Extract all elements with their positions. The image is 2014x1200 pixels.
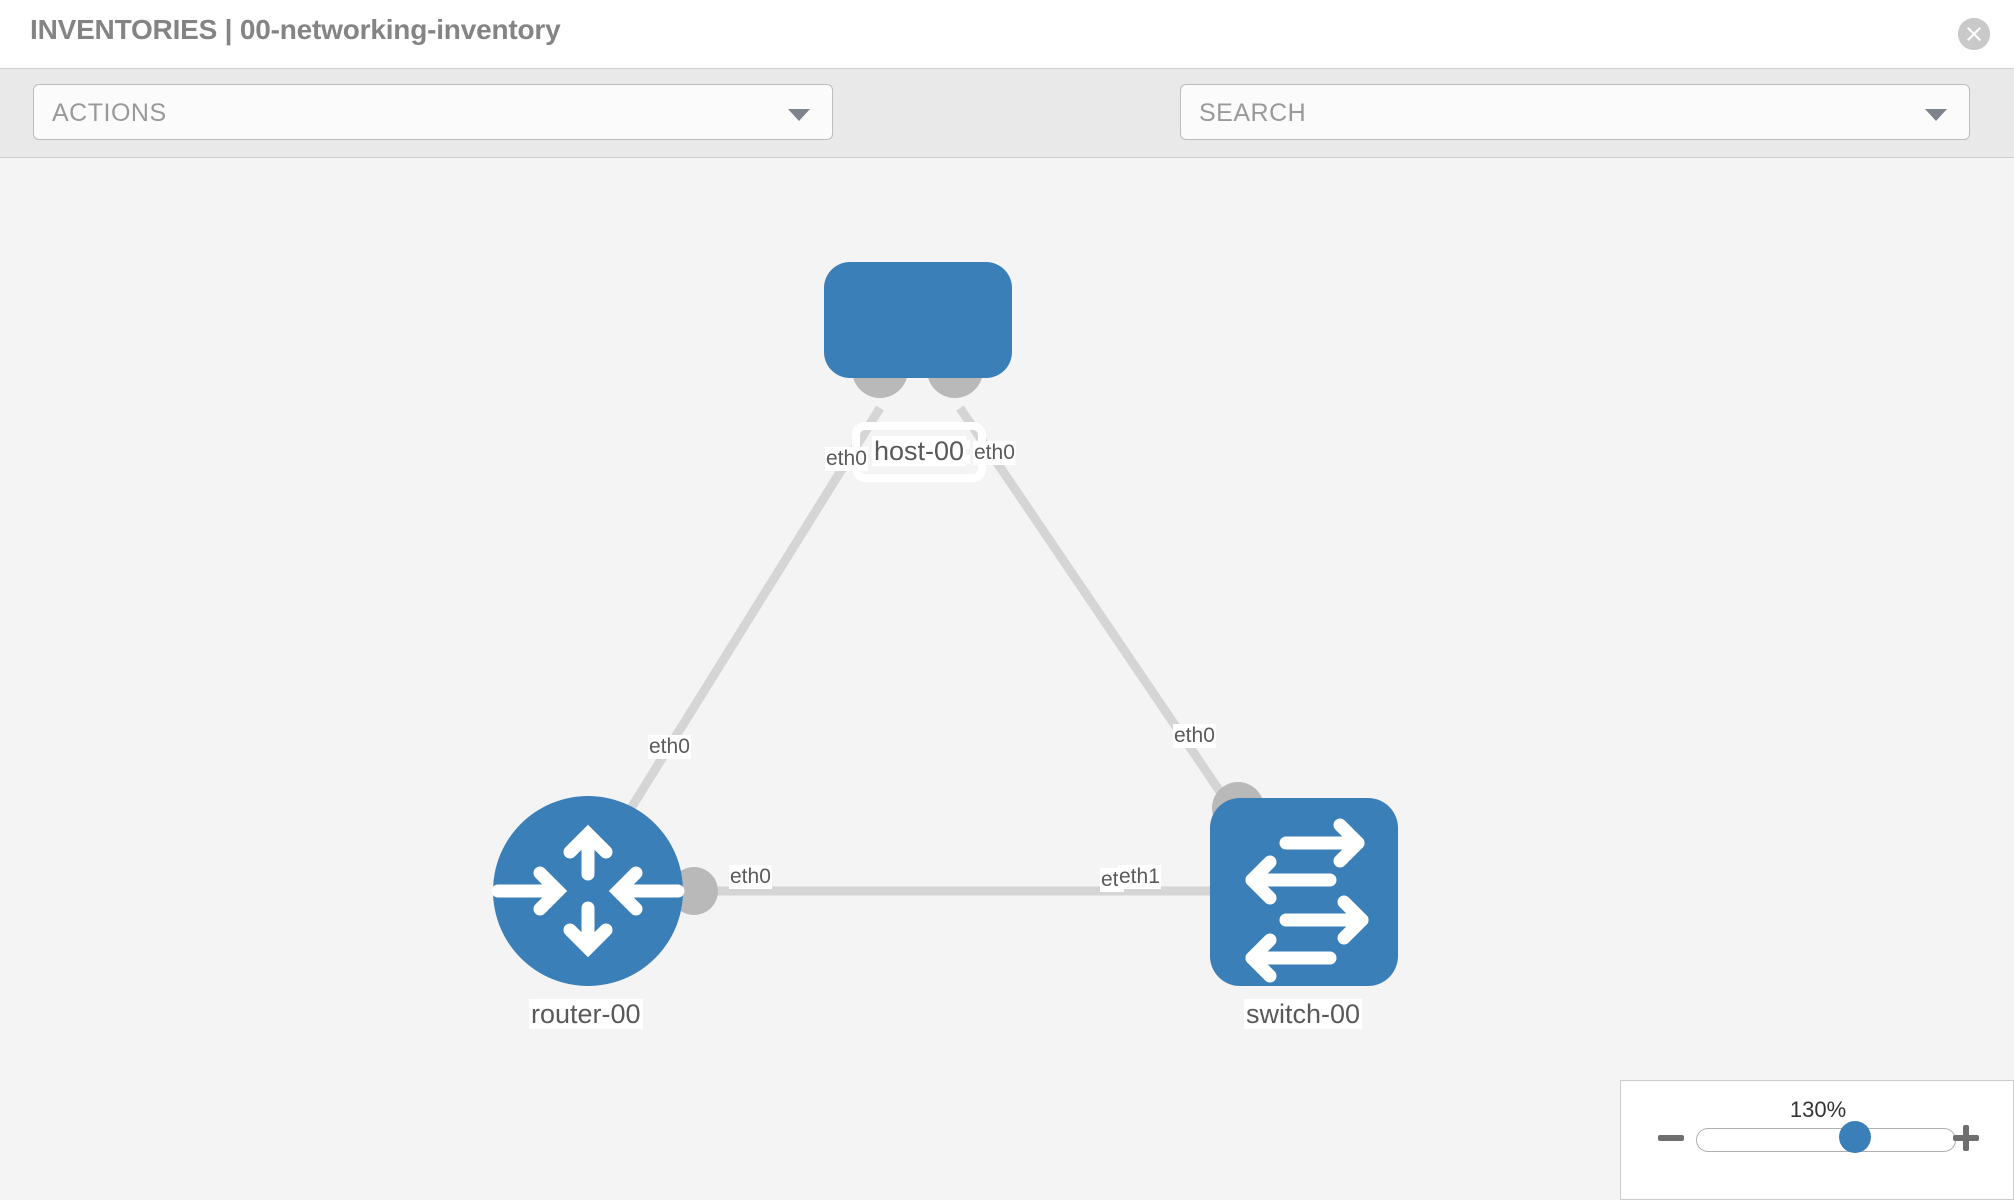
- router-arrows-icon: [491, 824, 685, 958]
- edge-label: eth0: [648, 735, 691, 760]
- chevron-down-icon: [1925, 109, 1947, 121]
- page-title: INVENTORIES | 00-networking-inventory: [30, 14, 561, 45]
- edge-label: eth0: [729, 865, 772, 890]
- topology-canvas[interactable]: eth0 eth0 eth0 eth0 eth0 etl eth1 host-0…: [0, 158, 2014, 1200]
- search-placeholder-label: SEARCH: [1199, 99, 1307, 127]
- edge-label: eth1: [1118, 865, 1161, 890]
- node-router-00: [491, 796, 685, 986]
- edge-label: eth0: [1173, 724, 1216, 749]
- zoom-control-panel: 130%: [1620, 1080, 2014, 1200]
- node-label-switch: switch-00: [1244, 999, 1363, 1030]
- zoom-slider-thumb[interactable]: [1839, 1121, 1871, 1153]
- zoom-slider-track[interactable]: [1696, 1128, 1956, 1152]
- node-label-router: router-00: [529, 999, 643, 1030]
- actions-dropdown-label: ACTIONS: [52, 99, 167, 127]
- edge-label: eth0: [825, 447, 868, 472]
- edge-label: eth0: [973, 441, 1016, 466]
- graph-edges: [596, 405, 1269, 896]
- close-icon[interactable]: [1958, 18, 1990, 50]
- actions-dropdown[interactable]: ACTIONS: [33, 84, 833, 140]
- switch-arrows-icon: [1245, 818, 1369, 983]
- search-input[interactable]: SEARCH: [1180, 84, 1970, 140]
- toolbar: ACTIONS SEARCH: [0, 68, 2014, 201]
- plus-icon[interactable]: [1951, 1123, 1981, 1153]
- node-label-host: host-00: [872, 436, 967, 467]
- edge-host-switch: [956, 405, 1269, 861]
- minus-icon[interactable]: [1656, 1123, 1686, 1153]
- topology-graph: [491, 262, 1398, 986]
- node-switch-00: [1210, 798, 1398, 986]
- chevron-down-icon: [788, 109, 810, 121]
- edge-host-router: [596, 405, 884, 861]
- zoom-level-label: 130%: [1789, 1097, 1847, 1122]
- page-header: INVENTORIES | 00-networking-inventory: [0, 0, 2014, 68]
